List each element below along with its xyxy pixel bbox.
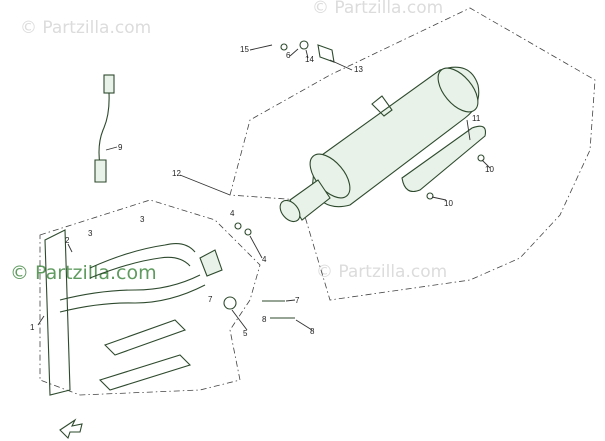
header-frame xyxy=(44,229,71,396)
muffler-pipe-flange xyxy=(279,199,301,223)
callout-8: 8 xyxy=(310,327,315,336)
callout-13: 13 xyxy=(354,65,363,74)
callout-14: 14 xyxy=(305,55,314,64)
callout-2: 2 xyxy=(65,236,70,245)
callout-10b: 10 xyxy=(444,199,453,208)
gasket-5 xyxy=(223,296,237,310)
callout-4b: 4 xyxy=(230,209,235,218)
group-outline-header xyxy=(39,199,261,396)
callout-15: 15 xyxy=(240,45,249,54)
header-pipes xyxy=(44,229,223,396)
header-pipe-lower xyxy=(59,274,201,301)
bolt-10a xyxy=(477,154,485,162)
callout-3b: 3 xyxy=(88,229,93,238)
header-collar xyxy=(199,249,223,277)
callout-10a: 10 xyxy=(485,165,494,174)
leader-lines xyxy=(37,44,491,331)
callout-1: 1 xyxy=(30,323,35,332)
muffler-mount-bracket xyxy=(371,95,393,117)
spring-4a xyxy=(234,222,242,230)
header-pipe-upper xyxy=(89,243,196,269)
oxygen-sensor xyxy=(94,74,115,183)
callout-11: 11 xyxy=(472,114,481,123)
spring-4b xyxy=(244,228,252,236)
washer-14 xyxy=(299,40,309,50)
sensor-body xyxy=(94,159,107,183)
sensor-connector xyxy=(103,74,115,94)
callout-9: 9 xyxy=(118,143,123,152)
nut-6 xyxy=(280,43,288,51)
callout-4: 4 xyxy=(262,255,267,264)
muffler-heat-shield xyxy=(401,125,487,193)
callout-7: 7 xyxy=(295,296,300,305)
hanger-13 xyxy=(317,44,335,63)
callout-12: 12 xyxy=(172,169,181,178)
callout-labels: 1 2 3 4 5 6 7 8 9 10 10 11 12 13 14 15 3… xyxy=(30,45,494,338)
watermark-right: © Partzilla.com xyxy=(316,262,448,282)
front-direction-arrow-icon xyxy=(59,418,83,440)
callout-5: 5 xyxy=(243,329,248,338)
callout-8b: 8 xyxy=(262,315,267,324)
bolt-10b xyxy=(426,192,434,200)
muffler-outlet-end xyxy=(437,67,479,113)
group-outline-muffler xyxy=(229,7,596,301)
watermark-top-right: © Partzilla.com xyxy=(312,0,444,18)
sensor-cable xyxy=(98,92,110,166)
callout-7b: 7 xyxy=(208,295,213,304)
header-pipe-lower-outer xyxy=(59,284,206,313)
callout-6: 6 xyxy=(286,51,291,60)
header-shield-1 xyxy=(103,319,187,356)
callout-3: 3 xyxy=(140,215,145,224)
header-pipe-upper-outer xyxy=(89,256,191,279)
muffler-assembly xyxy=(279,66,487,223)
header-shield-2 xyxy=(98,354,192,391)
watermark-top-left: © Partzilla.com xyxy=(20,18,152,38)
